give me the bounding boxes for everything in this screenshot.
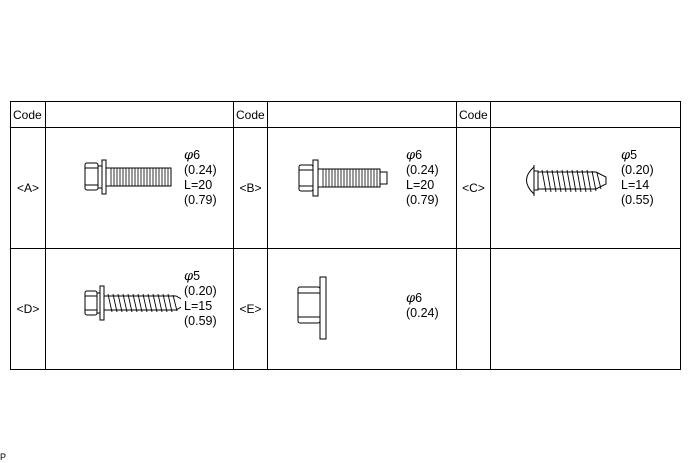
diameter-in: (0.24) — [406, 306, 439, 320]
length-in: (0.55) — [621, 193, 654, 207]
footer-code: P — [0, 452, 7, 462]
phi-symbol: φ — [621, 148, 631, 163]
header-row: Code Code Code — [10, 101, 681, 128]
empty-code-cell — [456, 248, 491, 370]
length-mm: L=14 — [621, 178, 650, 192]
phi-symbol: φ — [406, 148, 416, 163]
hex-tapping-screw-with-washer-icon — [84, 285, 181, 321]
diameter-in: (0.24) — [406, 163, 439, 177]
code-a: <A> — [10, 127, 46, 249]
empty-figure-cell — [490, 248, 681, 370]
length-mm: L=20 — [406, 178, 435, 192]
spec-d: φ5 (0.20) L=15 (0.59) — [184, 269, 217, 329]
figure-cell-e: φ6 (0.24) — [267, 248, 457, 370]
phi-symbol: φ — [184, 148, 194, 163]
code-d: <D> — [10, 248, 46, 370]
length-mm: L=20 — [184, 178, 213, 192]
pan-head-tapping-screw-icon — [526, 165, 607, 196]
figure-cell-c: φ5 (0.20) L=14 (0.55) — [490, 127, 681, 249]
spec-b: φ6 (0.24) L=20 (0.79) — [406, 148, 439, 208]
hex-flange-bolt-icon — [298, 159, 388, 197]
spec-c: φ5 (0.20) L=14 (0.55) — [621, 148, 654, 208]
flange-nut-icon — [297, 276, 327, 340]
diameter-mm: 6 — [193, 148, 201, 162]
table-row: <D> φ5 (0.20) — [10, 248, 681, 370]
code-b: <B> — [233, 127, 268, 249]
figure-header — [45, 101, 234, 128]
spec-a: φ6 (0.24) L=20 (0.79) — [184, 148, 217, 208]
code-header: Code — [10, 101, 46, 128]
figure-header — [267, 101, 457, 128]
diameter-in: (0.24) — [184, 163, 217, 177]
diameter-mm: 5 — [630, 148, 638, 162]
code-header: Code — [456, 101, 491, 128]
code-e: <E> — [233, 248, 268, 370]
code-header: Code — [233, 101, 268, 128]
spec-e: φ6 (0.24) — [406, 291, 439, 321]
diameter-mm: 5 — [193, 269, 201, 283]
diameter-in: (0.20) — [184, 284, 217, 298]
phi-symbol: φ — [406, 291, 416, 306]
length-in: (0.79) — [406, 193, 439, 207]
bolt-code-table: Code Code Code <A> — [10, 101, 681, 370]
figure-cell-a: φ6 (0.24) L=20 (0.79) — [45, 127, 234, 249]
diameter-mm: 6 — [415, 291, 423, 305]
length-mm: L=15 — [184, 299, 213, 313]
hex-flange-bolt-with-washer-icon — [84, 159, 172, 195]
figure-cell-d: φ5 (0.20) L=15 (0.59) — [45, 248, 234, 370]
code-c: <C> — [456, 127, 491, 249]
length-in: (0.59) — [184, 314, 217, 328]
figure-header — [490, 101, 681, 128]
diameter-in: (0.20) — [621, 163, 654, 177]
table-row: <A> φ6 (0.24) — [10, 127, 681, 249]
figure-cell-b: φ6 (0.24) L=20 (0.79) — [267, 127, 457, 249]
diameter-mm: 6 — [415, 148, 423, 162]
phi-symbol: φ — [184, 269, 194, 284]
length-in: (0.79) — [184, 193, 217, 207]
